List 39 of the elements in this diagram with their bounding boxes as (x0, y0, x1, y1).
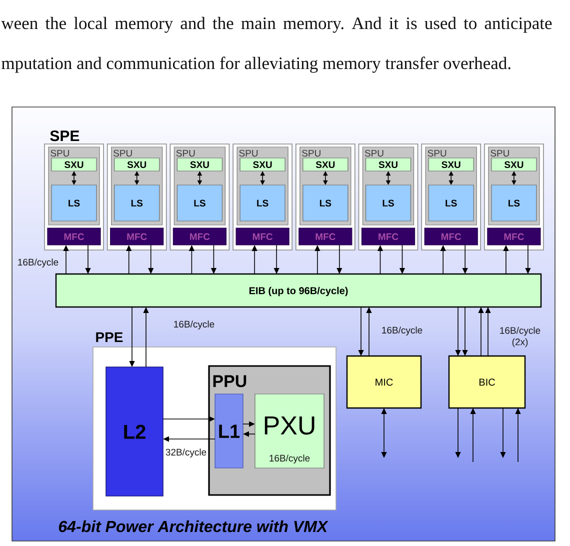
execution-unit-box: SXU (114, 158, 160, 172)
edge-label: 16B/cycle (270, 454, 310, 464)
execution-unit-box: SXU (365, 158, 412, 172)
memory-box: LS (114, 184, 160, 222)
node-label: SPE (50, 130, 80, 142)
execution-unit-box: SXU (491, 158, 537, 172)
controller-box: MFC (361, 228, 416, 246)
edge-label: 16B/cycle (18, 258, 58, 268)
controller-box: MFC (298, 228, 352, 246)
memory-box: LS (428, 184, 474, 222)
memory-box: LS (302, 184, 348, 222)
execution-unit-box: SXU (176, 158, 222, 172)
execution-unit-box: SXU (302, 158, 348, 172)
paragraph-text: mputation and communication for alleviating memory transfer overhead. (2, 56, 510, 73)
execution-unit-box: SXU (51, 158, 97, 172)
cache-box: L1 (214, 394, 244, 468)
execution-unit-box: SXU (428, 158, 474, 172)
edge-label: 16B/cycle (382, 326, 422, 336)
memory-box: LS (365, 184, 412, 222)
memory-box: LS (491, 184, 537, 222)
node-label: PPE (96, 332, 123, 342)
bus-bar: EIB (up to 96B/cycle) (55, 273, 542, 308)
edge-label: 32B/cycle (166, 448, 206, 458)
controller-box: MFC (47, 228, 101, 246)
controller-box: MFC (172, 228, 226, 246)
controller-box: MFC (110, 228, 164, 246)
paragraph-text: ween the local memory and the main memory. And it is used to anticipate (1, 16, 552, 33)
execution-unit-box: SXU (240, 158, 286, 172)
interface-controller-box: BIC (448, 355, 526, 409)
memory-box: LS (176, 184, 222, 222)
edge-label: 16B/cycle (2x) (500, 326, 540, 348)
memory-box: LS (51, 184, 97, 222)
controller-box: MFC (236, 228, 290, 246)
memory-box: LS (240, 184, 286, 222)
controller-box: MFC (487, 228, 541, 246)
edge-label: 16B/cycle (174, 320, 214, 330)
interface-controller-box: MIC (346, 355, 422, 409)
cache-box: L2 (106, 366, 164, 496)
controller-box: MFC (424, 228, 478, 246)
